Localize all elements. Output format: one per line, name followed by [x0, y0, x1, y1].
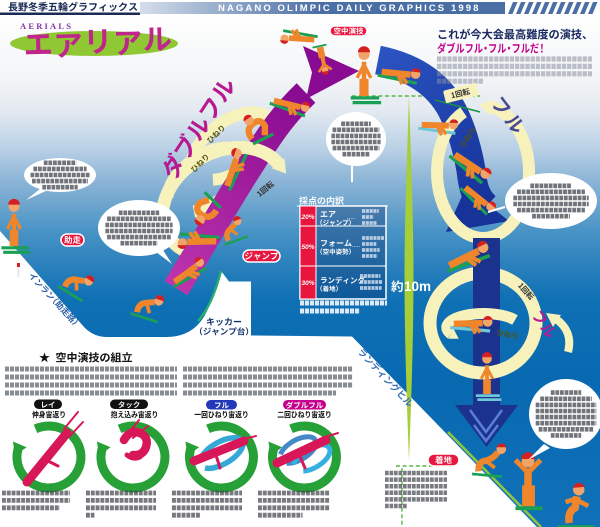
svg-text:50%: 50% — [301, 244, 314, 251]
svg-text:20%: 20% — [300, 214, 314, 221]
svg-text:30%: 30% — [301, 280, 314, 287]
svg-text:10m: 10m — [404, 279, 431, 294]
svg-text:.....: ..... — [352, 243, 361, 249]
svg-text:.: . — [351, 280, 353, 286]
svg-text:.....: ..... — [347, 215, 356, 221]
svg-text:AERIALS: AERIALS — [20, 21, 73, 31]
svg-text:NAGANO OLIMPIC DAILY GRAPHICS: NAGANO OLIMPIC DAILY GRAPHICS 1998 — [218, 3, 481, 14]
